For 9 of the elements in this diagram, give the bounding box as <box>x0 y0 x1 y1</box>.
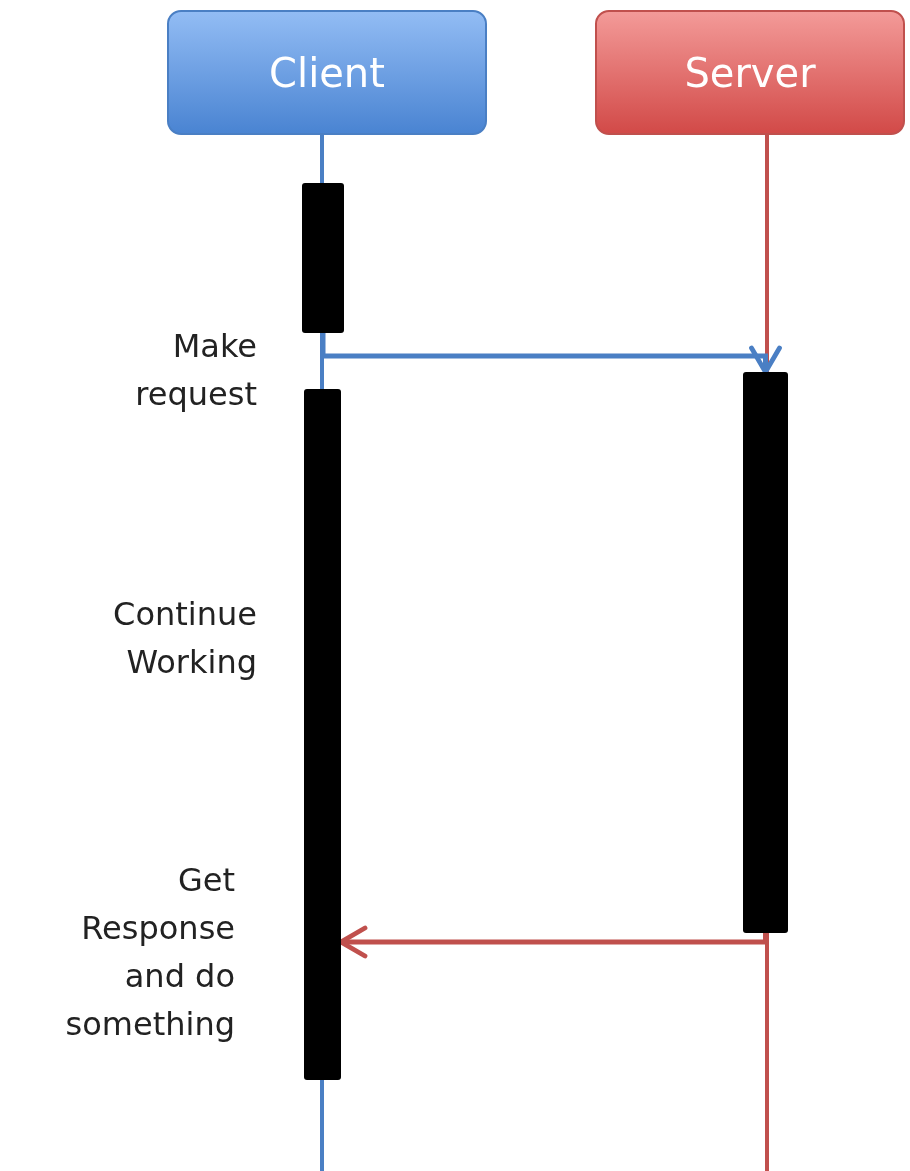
participant-box: Client <box>167 10 487 135</box>
activation-bar <box>302 183 344 333</box>
activation-bar <box>743 372 788 933</box>
activation-bar <box>304 389 341 1080</box>
note-text: Continue Working <box>112 594 257 683</box>
edge-label: Make request <box>134 326 257 415</box>
arrow <box>320 333 782 375</box>
edge-label: Get Response and do something <box>64 860 235 1045</box>
participant-box: Server <box>595 10 905 135</box>
